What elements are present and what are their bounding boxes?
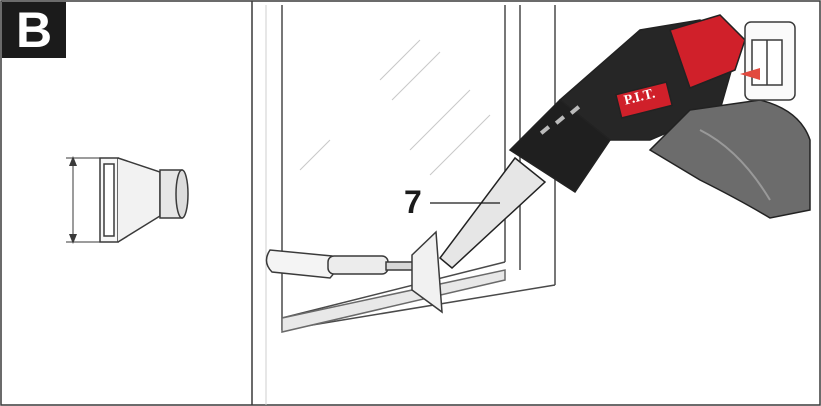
scraper-tool-illustration — [265, 230, 443, 314]
heat-gun-illustration — [438, 14, 811, 269]
window-frame-illustration — [265, 5, 556, 405]
step-badge: B — [2, 2, 66, 58]
window-inset-icon — [740, 21, 796, 101]
callout-number: 7 — [404, 184, 422, 220]
red-top-panel — [669, 14, 746, 89]
flat-nozzle-illustration — [66, 156, 189, 244]
brand-panel — [614, 81, 674, 119]
nozzle-cone — [438, 156, 547, 269]
